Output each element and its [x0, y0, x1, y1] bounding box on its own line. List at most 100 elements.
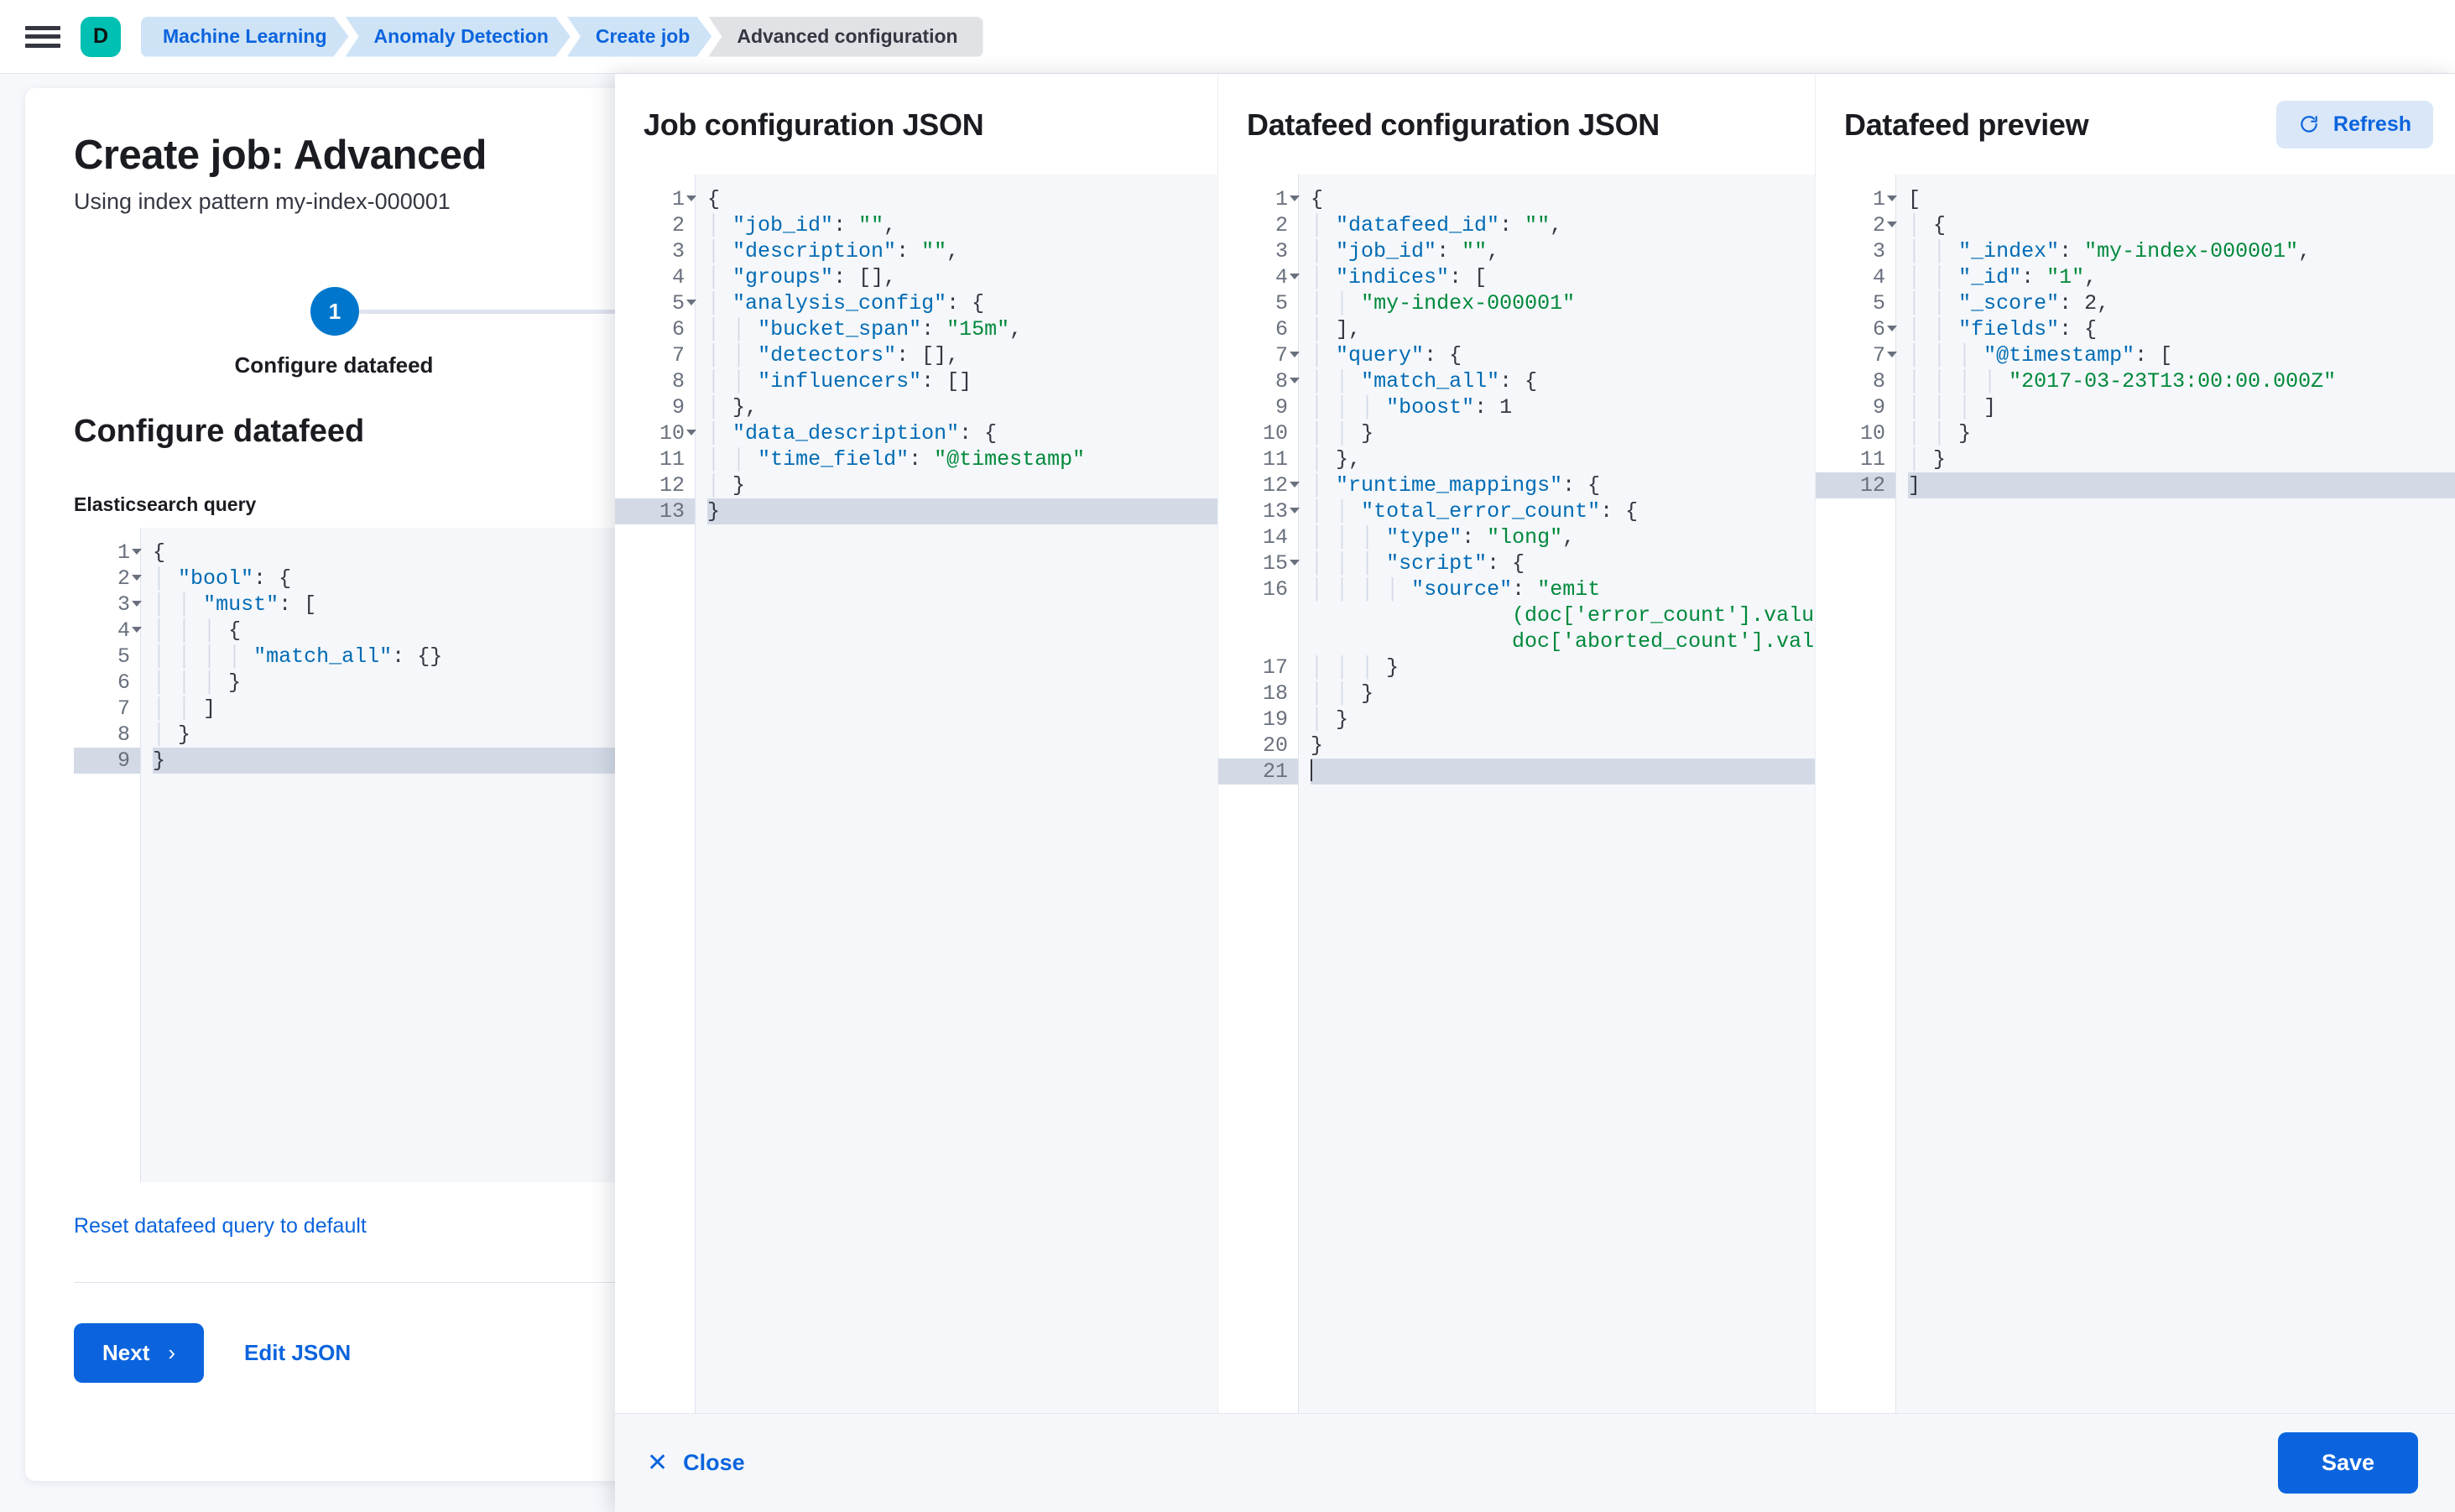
refresh-button-label: Refresh	[2333, 112, 2411, 136]
save-button[interactable]: Save	[2277, 1432, 2418, 1494]
code-line: │ "analysis_config": {	[707, 291, 985, 315]
code-line: │ │ "_index": "my-index-000001",	[1908, 239, 2312, 263]
breadcrumb-label: Create job	[595, 25, 691, 47]
fold-arrow-icon[interactable]	[132, 549, 142, 555]
line-number: 13	[1218, 498, 1300, 524]
hamburger-icon[interactable]	[25, 23, 60, 51]
code-area[interactable]: [│ {│ │ "_index": "my-index-000001",│ │ …	[1896, 175, 2455, 1413]
line-number: 12	[1816, 472, 1895, 498]
step-1-label: Configure datafeed	[234, 352, 434, 378]
line-number: 6	[1816, 316, 1897, 342]
top-chrome-bar: D Machine Learning Anomaly Detection Creat…	[0, 0, 2455, 74]
fold-arrow-icon[interactable]	[1290, 482, 1300, 487]
page-subtitle: Using index pattern my-index-000001	[74, 189, 451, 214]
fold-arrow-icon[interactable]	[132, 575, 142, 581]
line-number: 2	[74, 566, 142, 592]
code-line: │ │ │ │ "source": "emit (doc['error_coun…	[1311, 577, 1815, 654]
fold-arrow-icon[interactable]	[1887, 326, 1897, 331]
code-line: │ {	[1908, 213, 1947, 237]
code-line: │ │ │ │ "2017-03-23T13:00:00.000Z"	[1908, 369, 2337, 394]
code-line: │ "job_id": "",	[707, 213, 897, 237]
line-number: 8	[671, 369, 685, 394]
code-line: │ │ │ "script": {	[1311, 551, 1525, 576]
line-number: 20	[1262, 733, 1288, 758]
line-number: 9	[74, 748, 140, 774]
breadcrumb-item-2[interactable]: Create job	[567, 17, 711, 57]
breadcrumb-label: Anomaly Detection	[373, 25, 549, 47]
next-button-label: Next	[102, 1340, 150, 1365]
code-line: │ "indices": [	[1311, 265, 1488, 289]
space-avatar[interactable]: D	[81, 16, 121, 57]
code-area[interactable]: {│ "job_id": "",│ "description": "",│ "g…	[696, 175, 1217, 1413]
breadcrumb-item-0[interactable]: Machine Learning	[141, 17, 349, 57]
fold-arrow-icon[interactable]	[1290, 196, 1300, 201]
page-title: Create job: Advanced	[74, 133, 487, 178]
fold-arrow-icon[interactable]	[1887, 196, 1897, 201]
next-button[interactable]: Next ›	[74, 1323, 205, 1383]
line-number: 18	[1262, 681, 1288, 706]
line-number: 10	[615, 420, 696, 446]
fold-arrow-icon[interactable]	[1887, 222, 1897, 227]
fold-arrow-icon[interactable]	[1290, 352, 1300, 357]
code-area[interactable]: {│ "datafeed_id": "",│ "job_id": "",│ "i…	[1299, 175, 1815, 1413]
code-line: │ "job_id": "",	[1311, 239, 1500, 263]
line-number: 2	[671, 213, 685, 237]
line-number: 10	[1262, 421, 1288, 446]
code-line: │ │ "must": [	[153, 592, 317, 617]
code-line: │ │ "detectors": [],	[707, 343, 960, 368]
fold-arrow-icon[interactable]	[132, 601, 142, 607]
fold-arrow-icon[interactable]	[132, 627, 142, 633]
fold-arrow-icon[interactable]	[686, 196, 696, 201]
code-line: │ │ │ }	[1311, 655, 1400, 680]
fold-arrow-icon[interactable]	[686, 300, 696, 305]
line-number: 7	[1218, 342, 1300, 368]
edit-json-button[interactable]: Edit JSON	[244, 1340, 352, 1365]
line-number: 15	[1218, 550, 1300, 576]
line-number: 4	[671, 265, 685, 289]
breadcrumb-item-3[interactable]: Advanced configuration	[708, 16, 983, 57]
reset-datafeed-query-link[interactable]: Reset datafeed query to default	[74, 1214, 367, 1238]
code-line: │ │ │ │ "match_all": {}	[153, 644, 443, 669]
text-caret	[1311, 759, 1312, 781]
line-number: 9	[1274, 395, 1288, 420]
step-1-circle[interactable]: 1	[310, 287, 359, 336]
fold-arrow-icon[interactable]	[1290, 508, 1300, 514]
code-line: │ │ "match_all": {	[1311, 369, 1538, 394]
close-button[interactable]: ✕ Close	[647, 1448, 745, 1478]
line-number: 6	[671, 317, 685, 342]
fold-arrow-icon[interactable]	[1290, 378, 1300, 383]
line-number: 5	[615, 290, 696, 316]
code-line: │ │ "fields": {	[1908, 317, 2098, 342]
code-line: │ │ │ ]	[1908, 395, 1997, 420]
code-line: │ │ │ }	[153, 670, 242, 695]
breadcrumb-label: Advanced configuration	[737, 25, 958, 47]
line-number: 17	[1262, 655, 1288, 680]
line-number: 12	[1218, 472, 1300, 498]
line-number: 5	[1872, 291, 1885, 315]
code-line: │ │ }	[1908, 421, 1972, 446]
code-line: │ │ "_id": "1",	[1908, 265, 2098, 289]
fold-arrow-icon[interactable]	[686, 430, 696, 435]
line-number: 11	[1262, 447, 1288, 472]
close-icon: ✕	[647, 1449, 669, 1477]
line-number: 1	[1816, 186, 1897, 212]
elasticsearch-query-label: Elasticsearch query	[74, 493, 257, 515]
code-line: │ │ "_score": 2,	[1908, 291, 2110, 315]
chevron-right-icon: ›	[168, 1340, 176, 1365]
line-number: 19	[1262, 707, 1288, 732]
code-line: │ ],	[1311, 317, 1362, 342]
code-line: │ │ │ "type": "long",	[1311, 525, 1576, 550]
breadcrumb-item-1[interactable]: Anomaly Detection	[346, 17, 571, 57]
code-line: │ }	[153, 722, 191, 747]
fold-arrow-icon[interactable]	[1290, 560, 1300, 566]
refresh-button[interactable]: Refresh	[2275, 101, 2433, 149]
fold-arrow-icon[interactable]	[1887, 352, 1897, 357]
fold-arrow-icon[interactable]	[1290, 274, 1300, 279]
